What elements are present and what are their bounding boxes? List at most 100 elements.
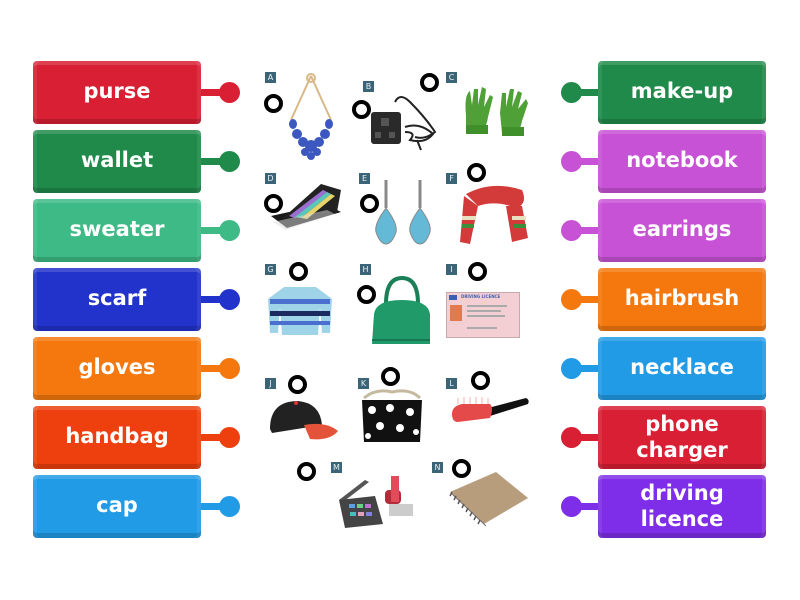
connector-line <box>577 503 599 510</box>
connector-dot[interactable] <box>561 151 582 172</box>
letter-badge: K <box>358 378 369 389</box>
label-scarf[interactable]: scarf <box>33 268 201 331</box>
drop-target-ring[interactable] <box>352 100 371 119</box>
label-text: make-up <box>630 79 734 103</box>
label-cap[interactable]: cap <box>33 475 201 538</box>
drop-target-ring[interactable] <box>467 163 486 182</box>
connector-dot[interactable] <box>219 82 240 103</box>
letter-badge: D <box>265 173 276 184</box>
scarf-icon <box>460 185 528 244</box>
letter-badge: J <box>265 378 276 389</box>
label-earrings[interactable]: earrings <box>598 199 766 262</box>
connector-dot[interactable] <box>561 358 582 379</box>
label-text: handbag <box>65 424 169 448</box>
drop-target-ring[interactable] <box>360 194 379 213</box>
label-purse[interactable]: purse <box>33 61 201 124</box>
label-text: cap <box>96 493 138 517</box>
connector-dot[interactable] <box>219 289 240 310</box>
phone-charger-icon <box>371 96 437 151</box>
connector-dot[interactable] <box>561 427 582 448</box>
label-gloves[interactable]: gloves <box>33 337 201 400</box>
label-wallet[interactable]: wallet <box>33 130 201 193</box>
licence-line <box>467 327 497 329</box>
licence-title: DRIVING LICENCE <box>461 294 501 299</box>
label-hairbrush[interactable]: hairbrush <box>598 268 766 331</box>
gloves-icon <box>465 87 528 136</box>
connector-dot[interactable] <box>561 289 582 310</box>
connector-dot[interactable] <box>561 82 582 103</box>
connector-dot[interactable] <box>219 358 240 379</box>
licence-line <box>467 315 505 317</box>
drop-target-ring[interactable] <box>297 462 316 481</box>
letter-badge: E <box>359 173 370 184</box>
label-phone-charger[interactable]: phone charger <box>598 406 766 469</box>
drop-target-ring[interactable] <box>420 73 439 92</box>
label-text: phone charger <box>636 411 728 462</box>
drop-target-ring[interactable] <box>381 367 400 386</box>
driving-licence-icon: DRIVING LICENCE <box>446 292 520 338</box>
letter-badge: H <box>360 264 371 275</box>
connector-dot[interactable] <box>219 427 240 448</box>
label-necklace[interactable]: necklace <box>598 337 766 400</box>
connector-line <box>577 365 599 372</box>
drop-target-ring[interactable] <box>264 94 283 113</box>
letter-badge: A <box>265 72 276 83</box>
drop-target-ring[interactable] <box>288 375 307 394</box>
licence-line <box>467 310 501 312</box>
drop-target-ring[interactable] <box>452 459 471 478</box>
letter-badge: B <box>363 81 374 92</box>
drop-target-ring[interactable] <box>357 285 376 304</box>
connector-line <box>201 365 223 372</box>
label-text: driving licence <box>640 480 724 531</box>
notebook-icon <box>449 472 528 527</box>
label-text: wallet <box>80 148 154 172</box>
letter-badge: C <box>446 72 457 83</box>
drop-target-ring[interactable] <box>264 194 283 213</box>
letter-badge: L <box>446 378 457 389</box>
label-text: necklace <box>630 355 734 379</box>
label-text: hairbrush <box>624 286 740 310</box>
drop-target-ring[interactable] <box>471 371 490 390</box>
cap-icon <box>270 401 338 440</box>
drop-target-ring[interactable] <box>468 262 487 281</box>
necklace-icon <box>289 73 333 160</box>
letter-badge: F <box>446 173 457 184</box>
connector-line <box>201 503 223 510</box>
connector-line <box>201 434 223 441</box>
letter-badge: G <box>265 264 276 275</box>
connector-line <box>201 296 223 303</box>
connector-dot[interactable] <box>219 220 240 241</box>
connector-line <box>577 89 599 96</box>
purse-icon <box>362 389 422 442</box>
label-handbag[interactable]: handbag <box>33 406 201 469</box>
handbag-icon <box>372 275 430 344</box>
sweater-icon <box>268 287 332 335</box>
label-driving-licence[interactable]: driving licence <box>598 475 766 538</box>
connector-line <box>577 434 599 441</box>
label-notebook[interactable]: notebook <box>598 130 766 193</box>
connector-line <box>201 158 223 165</box>
label-text: gloves <box>78 355 156 379</box>
label-text: scarf <box>87 286 147 310</box>
connector-dot[interactable] <box>561 496 582 517</box>
licence-line <box>467 305 507 307</box>
connector-dot[interactable] <box>219 496 240 517</box>
connector-line <box>577 158 599 165</box>
connector-line <box>201 89 223 96</box>
connector-dot[interactable] <box>219 151 240 172</box>
label-text: sweater <box>69 217 165 241</box>
label-make-up[interactable]: make-up <box>598 61 766 124</box>
wallet-icon <box>271 184 341 230</box>
earrings-icon <box>375 180 431 245</box>
letter-badge: N <box>432 462 443 473</box>
connector-dot[interactable] <box>561 220 582 241</box>
label-text: notebook <box>626 148 738 172</box>
label-text: purse <box>83 79 151 103</box>
letter-badge: I <box>446 264 457 275</box>
letter-badge: M <box>331 462 342 473</box>
licence-photo <box>450 305 462 321</box>
label-sweater[interactable]: sweater <box>33 199 201 262</box>
drop-target-ring[interactable] <box>289 262 308 281</box>
make-up-icon <box>339 476 413 528</box>
hairbrush-icon <box>452 397 529 422</box>
